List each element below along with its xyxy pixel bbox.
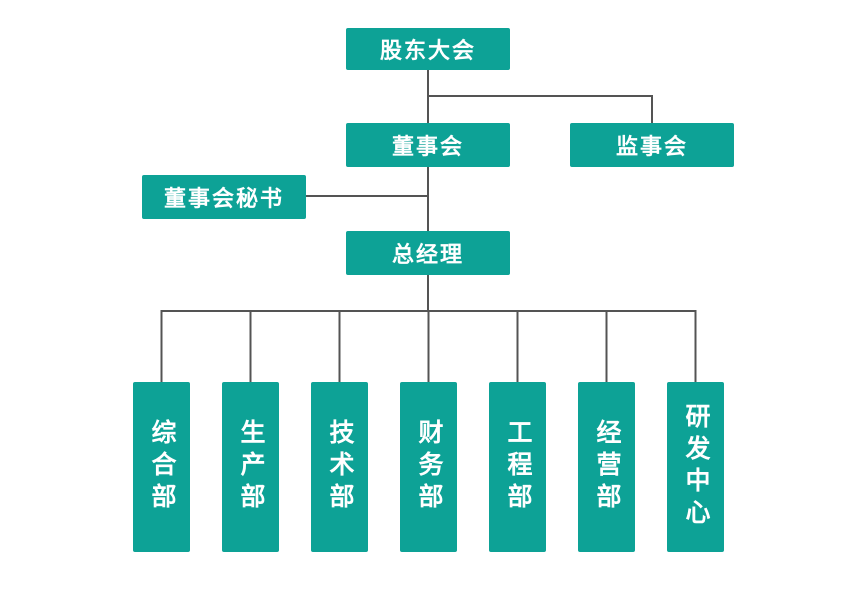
org-node-label: 董事会秘书 (163, 186, 284, 211)
org-node-label: 股东大会 (379, 38, 476, 63)
org-node-department-operations: 经营部 (578, 382, 635, 552)
org-node-label: 工程部 (504, 419, 532, 515)
org-node-label: 研发中心 (682, 403, 710, 531)
org-node-label: 总经理 (391, 242, 464, 267)
org-node-label: 监事会 (615, 134, 688, 159)
org-node-label: 经营部 (593, 419, 621, 515)
org-node-supervisory-board: 监事会 (570, 123, 734, 167)
org-node-label: 综合部 (148, 419, 176, 515)
org-node-label: 董事会 (391, 134, 464, 159)
org-node-department-production: 生产部 (222, 382, 279, 552)
org-node-general-manager: 总经理 (346, 231, 510, 275)
org-node-department-general-affairs: 综合部 (133, 382, 190, 552)
org-node-label: 生产部 (237, 419, 265, 515)
org-node-board-secretary: 董事会秘书 (142, 175, 306, 219)
org-node-label: 技术部 (326, 419, 354, 515)
org-node-shareholders-meeting: 股东大会 (346, 28, 510, 70)
org-node-department-finance: 财务部 (400, 382, 457, 552)
org-node-rnd-center: 研发中心 (667, 382, 724, 552)
org-node-department-engineering: 工程部 (489, 382, 546, 552)
org-node-label: 财务部 (415, 419, 443, 515)
org-node-board-of-directors: 董事会 (346, 123, 510, 167)
org-node-department-technology: 技术部 (311, 382, 368, 552)
